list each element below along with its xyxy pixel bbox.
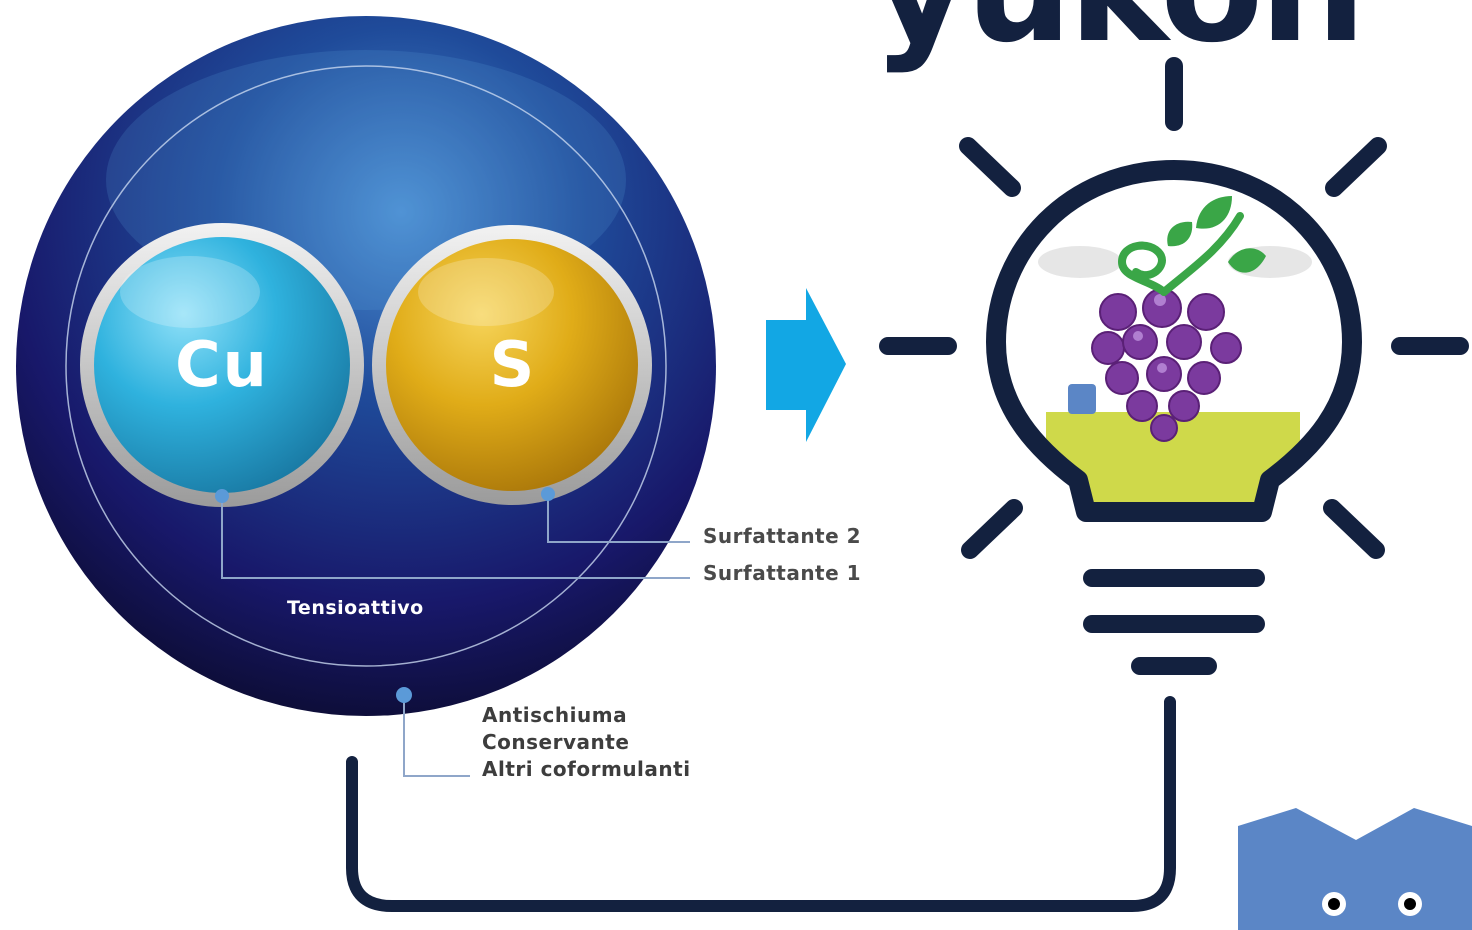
label-additive-others: Altri coformulanti	[482, 757, 691, 781]
atom-cu	[80, 223, 364, 507]
dot-additives	[396, 687, 412, 703]
lightbulb-icon	[879, 57, 1469, 675]
canister-icon	[1068, 384, 1096, 414]
inner-ring	[65, 65, 667, 667]
mascot-icon	[1238, 808, 1472, 930]
atom-s	[372, 225, 652, 505]
bulb-rays	[879, 57, 1469, 559]
grape-icon	[1091, 288, 1242, 442]
label-surfactant-2: Surfattante 2	[703, 524, 862, 548]
dot-surfactant-1	[215, 489, 229, 503]
arrow-icon	[766, 288, 846, 442]
atom-s-symbol: S	[489, 328, 535, 401]
vine-icon	[1117, 196, 1266, 296]
dot-surfactant-2	[541, 487, 555, 501]
leader-surfactant-2	[547, 496, 690, 543]
label-surfactant-1: Surfattante 1	[703, 561, 862, 585]
atom-cu-symbol: Cu	[175, 328, 269, 401]
bulb-ground	[1046, 412, 1300, 512]
leader-surfactant-1	[221, 496, 690, 579]
label-additive-antifoam: Antischiuma	[482, 703, 628, 727]
sphere-label: Tensioattivo	[287, 597, 424, 619]
connector-line	[346, 696, 1176, 912]
bulb-base	[1083, 569, 1265, 675]
leader-additives	[403, 695, 470, 777]
grape-highlights	[1133, 294, 1167, 373]
label-additive-preservative: Conservante	[482, 730, 630, 754]
leaf-icon	[1228, 248, 1266, 273]
leaf-icon	[1167, 221, 1193, 247]
logo-text: yukon	[872, 0, 1362, 76]
leaf-icon	[1196, 196, 1232, 229]
leader-lines	[221, 496, 690, 777]
yukon-logo: yukon	[872, 0, 1366, 76]
